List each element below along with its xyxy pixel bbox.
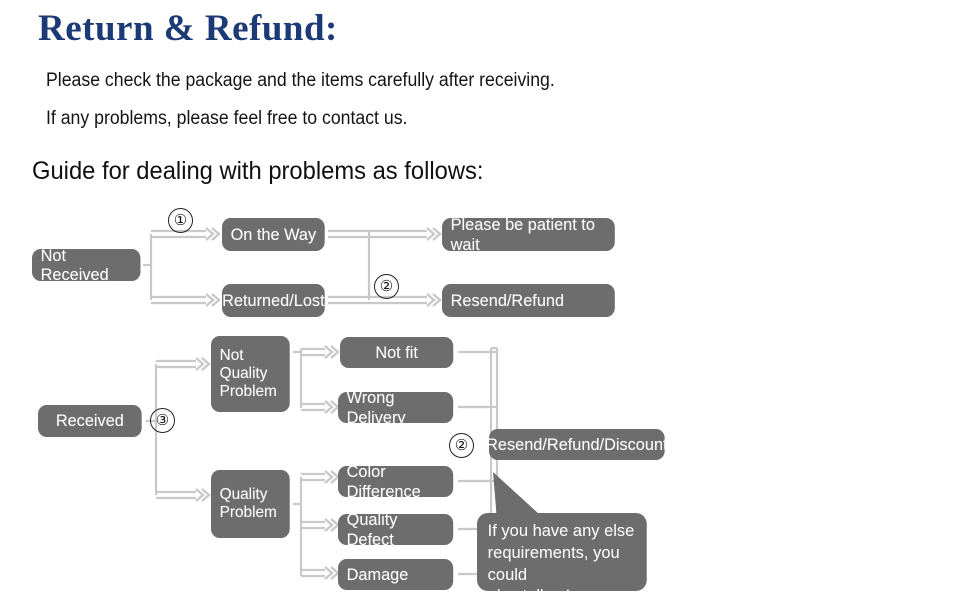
page-title: Return & Refund: [38,8,338,49]
step-marker-2-bottom: ② [449,433,474,458]
node-quality-problem[interactable]: Quality Problem [211,470,290,538]
node-color-difference[interactable]: Color Difference [338,462,454,501]
node-not-received[interactable]: Not Received [32,246,141,284]
node-received[interactable]: Received [38,405,142,437]
node-returned-lost[interactable]: Returned/Lost [222,284,325,317]
speech-bubble-note: If you have any else requirements, you c… [477,513,647,605]
node-quality-defect[interactable]: Quality Defect [338,510,454,549]
intro-line-1: Please check the package and the items c… [46,70,555,91]
step-marker-1: ① [168,208,193,233]
step-marker-3: ③ [150,408,175,433]
intro-line-2: If any problems, please feel free to con… [46,108,408,129]
node-resend-refund[interactable]: Resend/Refund [442,284,615,317]
node-not-fit[interactable]: Not fit [340,337,454,368]
node-on-the-way[interactable]: On the Way [222,218,325,251]
guide-heading: Guide for dealing with problems as follo… [32,157,484,185]
node-resend-refund-discount[interactable]: Resend/Refund/Discount [486,429,668,460]
node-not-quality-problem[interactable]: Not Quality Problem [211,336,290,412]
node-damage[interactable]: Damage [338,559,454,590]
node-please-be-patient[interactable]: Please be patient to wait [442,215,615,254]
node-wrong-delivery[interactable]: Wrong Delivery [338,388,454,427]
step-marker-2-top: ② [374,274,399,299]
